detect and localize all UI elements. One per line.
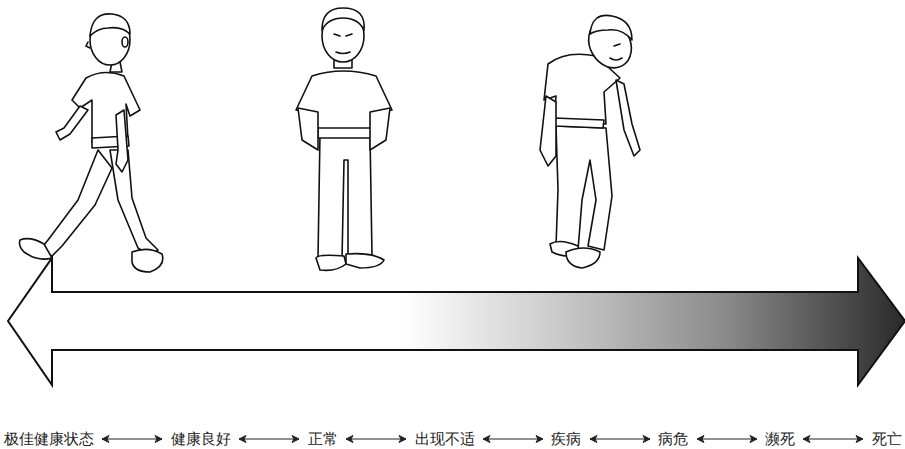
slouching-boy [540, 12, 640, 268]
double-arrow [695, 434, 759, 444]
illustration [0, 0, 905, 420]
standing-boy [296, 8, 392, 270]
double-arrow [588, 434, 652, 444]
state-label: 极佳健康状态 [4, 429, 94, 449]
double-arrow [481, 434, 545, 444]
state-label: 正常 [308, 429, 338, 449]
state-label: 健康良好 [171, 429, 231, 449]
state-label: 疾病 [551, 429, 581, 449]
double-arrow [801, 434, 865, 444]
state-label: 濒死 [765, 429, 795, 449]
health-continuum-arrow [8, 258, 905, 385]
state-label: 出现不适 [415, 429, 475, 449]
double-arrow [344, 434, 408, 444]
walking-boy [20, 14, 163, 272]
double-arrow [100, 434, 164, 444]
state-label: 死亡 [872, 429, 902, 449]
state-label: 病危 [658, 429, 688, 449]
double-arrow [237, 434, 301, 444]
